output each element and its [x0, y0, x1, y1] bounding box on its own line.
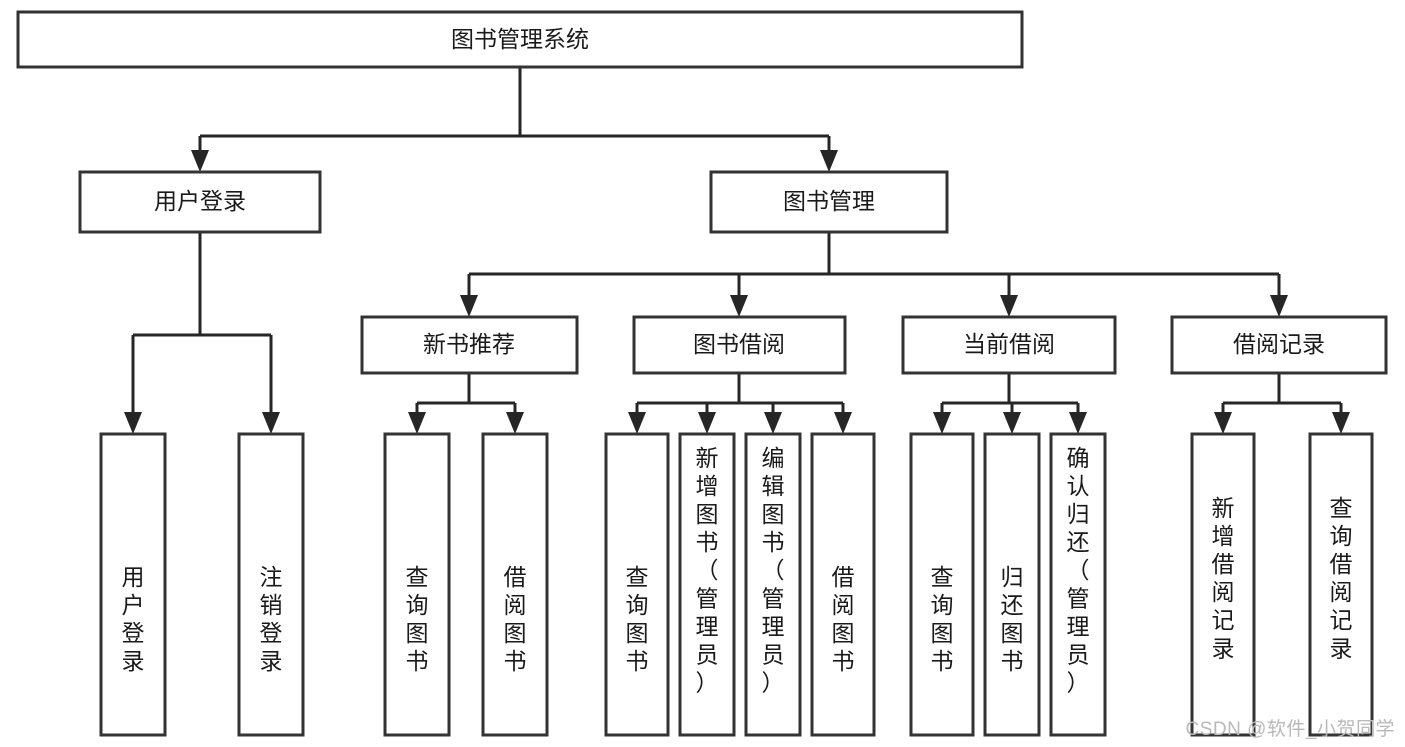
- arrow-head-leaf-borrow-book-2: [834, 412, 852, 434]
- node-current-borrow-box: [901, 315, 1117, 375]
- node-leaf-borrow-book-2-box: [810, 432, 876, 737]
- arrow-head-leaf-edit-book: [764, 412, 782, 434]
- arrow-head-leaf-query-record: [1332, 412, 1350, 434]
- node-user-login[interactable]: 用户登录: [78, 170, 322, 234]
- arrow-head-leaf-query-book-1: [408, 412, 426, 434]
- node-leaf-add-book-box: [678, 432, 736, 737]
- node-user-login-label: 用户登录: [154, 188, 246, 214]
- node-root[interactable]: 图书管理系统: [16, 10, 1024, 69]
- node-leaf-query-book-1-label: 查询图书: [406, 564, 429, 674]
- node-leaf-add-book-label: 新增图书（管理员）: [696, 445, 719, 695]
- arrow-head-leaf-query-book-2: [628, 412, 646, 434]
- node-leaf-return-book-label: 归还图书: [1001, 564, 1024, 674]
- node-leaf-borrow-book-2[interactable]: 借阅图书: [810, 432, 876, 737]
- node-leaf-add-record[interactable]: 新增借阅记录: [1190, 432, 1256, 737]
- node-leaf-add-record-box: [1190, 432, 1256, 737]
- node-leaf-query-book-3-label: 查询图书: [931, 564, 954, 674]
- arrow-head-leaf-borrow-book-1: [506, 412, 524, 434]
- node-borrow-record-label: 借阅记录: [1233, 331, 1325, 357]
- arrow-head-new-book-rec: [460, 295, 478, 317]
- node-leaf-add-book[interactable]: 新增图书（管理员）: [678, 432, 736, 737]
- node-leaf-user-login-label: 用户登录: [122, 564, 145, 674]
- node-book-manage-label: 图书管理: [783, 188, 875, 214]
- node-leaf-query-book-1[interactable]: 查询图书: [383, 432, 451, 737]
- node-leaf-user-logout-box: [237, 432, 305, 737]
- node-leaf-edit-book-label: 编辑图书（管理员）: [762, 445, 785, 695]
- node-book-borrow[interactable]: 图书借阅: [632, 315, 847, 375]
- arrow-head-current-borrow: [1000, 295, 1018, 317]
- node-root-label: 图书管理系统: [451, 26, 589, 52]
- node-leaf-user-logout[interactable]: 注销登录: [237, 432, 305, 737]
- node-new-book-rec-box: [360, 315, 579, 375]
- node-leaf-edit-book[interactable]: 编辑图书（管理员）: [744, 432, 802, 737]
- node-leaf-query-book-3[interactable]: 查询图书: [909, 432, 975, 737]
- arrow-head-leaf-query-book-3: [933, 412, 951, 434]
- node-book-borrow-box: [632, 315, 847, 375]
- node-current-borrow[interactable]: 当前借阅: [901, 315, 1117, 375]
- node-leaf-confirm-return-label: 确认归还（管理员）: [1067, 445, 1090, 695]
- node-root-box: [16, 10, 1024, 69]
- node-leaf-borrow-book-1-box: [481, 432, 549, 737]
- node-borrow-record[interactable]: 借阅记录: [1170, 315, 1388, 375]
- node-new-book-rec-label: 新书推荐: [423, 331, 515, 357]
- node-book-manage-box: [709, 170, 949, 234]
- arrow-head-user-login: [191, 150, 209, 172]
- arrow-head-leaf-add-record: [1214, 412, 1232, 434]
- node-leaf-borrow-book-1-label: 借阅图书: [504, 564, 527, 674]
- node-leaf-query-record[interactable]: 查询借阅记录: [1308, 432, 1374, 737]
- node-book-borrow-label: 图书借阅: [693, 331, 785, 357]
- arrow-head-leaf-return-book: [1003, 412, 1021, 434]
- node-leaf-query-book-2-box: [604, 432, 670, 737]
- node-leaf-query-record-label: 查询借阅记录: [1330, 495, 1353, 661]
- arrow-head-leaf-confirm-return: [1069, 412, 1087, 434]
- arrow-head-leaf-user-logout: [262, 412, 280, 434]
- arrow-head-book-borrow: [730, 295, 748, 317]
- node-leaf-query-book-2[interactable]: 查询图书: [604, 432, 670, 737]
- node-borrow-record-box: [1170, 315, 1388, 375]
- node-leaf-borrow-book-2-label: 借阅图书: [832, 564, 855, 674]
- node-current-borrow-label: 当前借阅: [963, 331, 1055, 357]
- node-new-book-rec[interactable]: 新书推荐: [360, 315, 579, 375]
- arrow-head-leaf-user-login: [124, 412, 142, 434]
- node-leaf-edit-book-box: [744, 432, 802, 737]
- node-user-login-box: [78, 170, 322, 234]
- node-leaf-return-book-box: [983, 432, 1041, 737]
- node-leaf-confirm-return-box: [1049, 432, 1107, 737]
- arrow-head-borrow-record: [1270, 295, 1288, 317]
- node-leaf-confirm-return[interactable]: 确认归还（管理员）: [1049, 432, 1107, 737]
- node-leaf-user-logout-label: 注销登录: [260, 564, 283, 674]
- node-leaf-query-book-2-label: 查询图书: [626, 564, 649, 674]
- node-leaf-query-record-box: [1308, 432, 1374, 737]
- node-leaf-query-book-3-box: [909, 432, 975, 737]
- node-leaf-query-book-1-box: [383, 432, 451, 737]
- node-leaf-return-book[interactable]: 归还图书: [983, 432, 1041, 737]
- node-leaf-user-login-box: [99, 432, 167, 737]
- node-leaf-user-login[interactable]: 用户登录: [99, 432, 167, 737]
- node-leaf-add-record-label: 新增借阅记录: [1212, 495, 1235, 661]
- arrow-head-book-manage: [820, 150, 838, 172]
- arrow-head-leaf-add-book: [698, 412, 716, 434]
- connector-layer: [124, 67, 1350, 434]
- node-book-manage[interactable]: 图书管理: [709, 170, 949, 234]
- node-leaf-borrow-book-1[interactable]: 借阅图书: [481, 432, 549, 737]
